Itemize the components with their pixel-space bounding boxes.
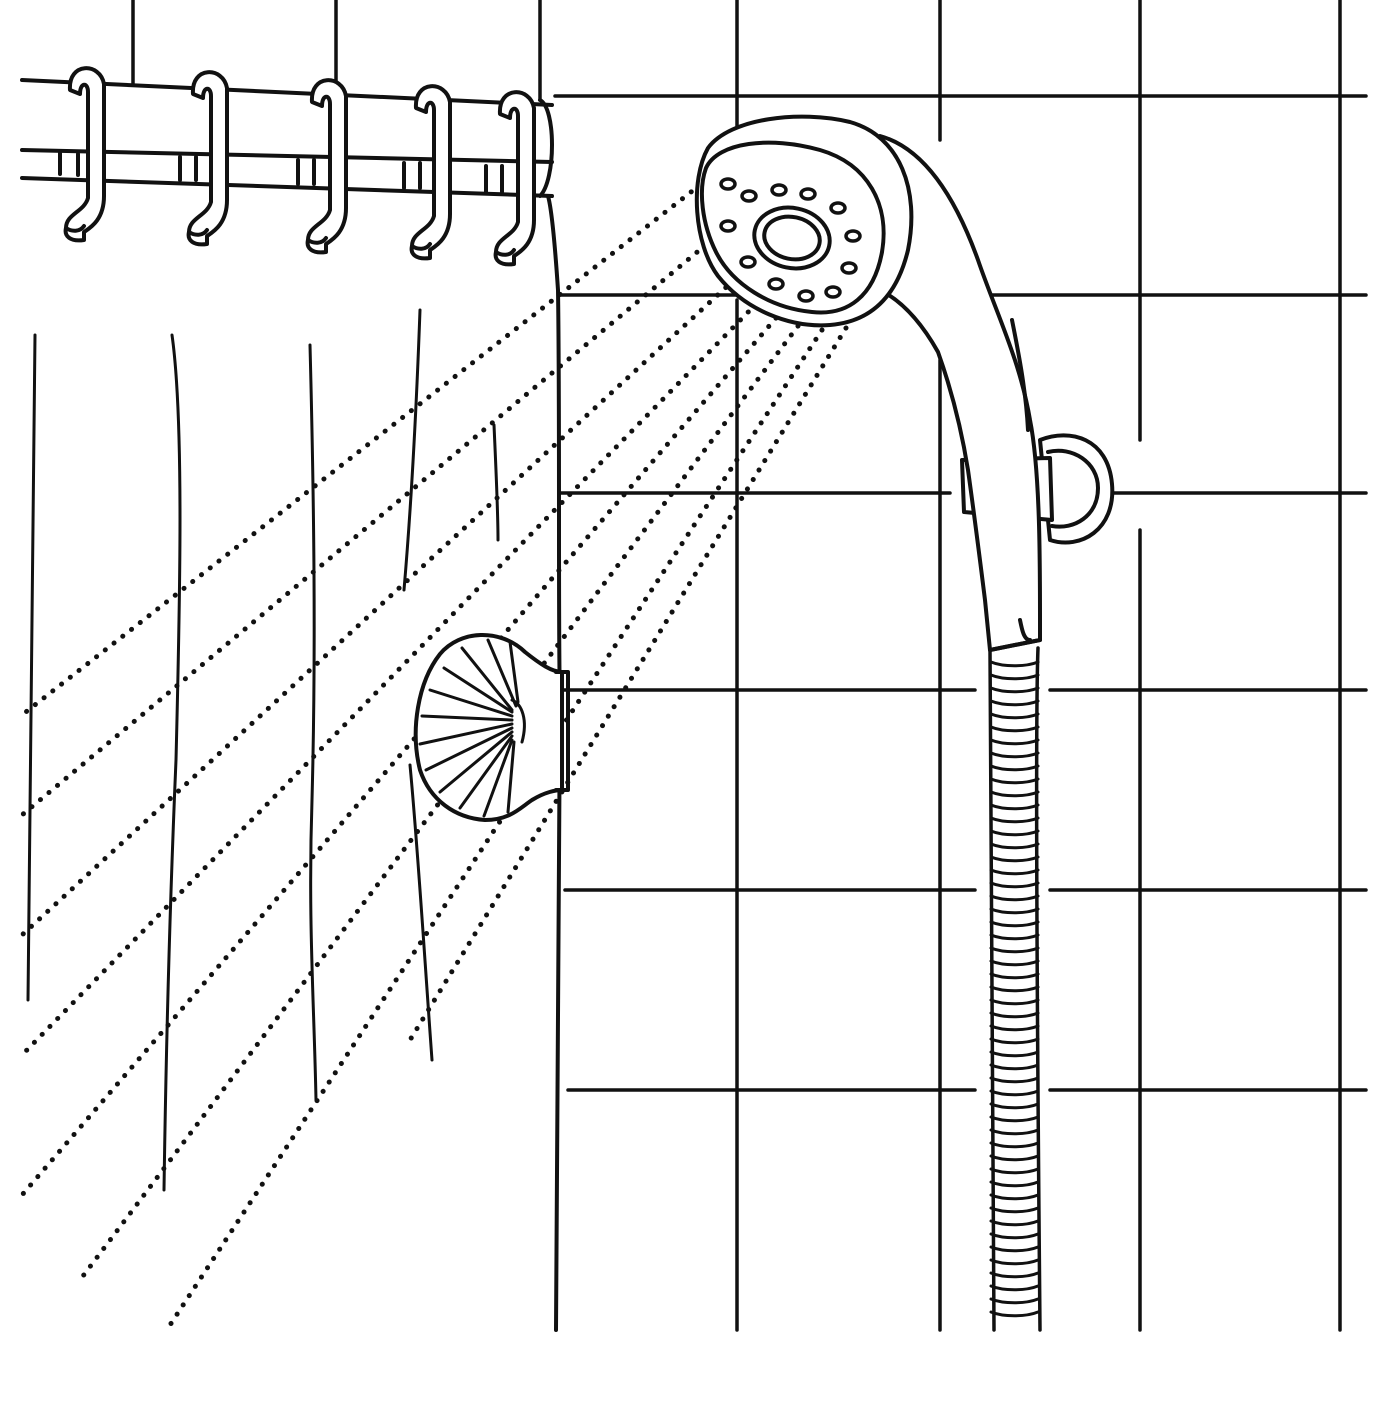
hose-coil (989, 725, 1040, 733)
curtain-fold (162, 333, 182, 1192)
hose-coil (989, 1102, 1040, 1110)
hose-coil (989, 1128, 1040, 1136)
hose-coil (989, 946, 1040, 954)
curtain-ring (305, 78, 348, 255)
hose-coil (989, 1258, 1040, 1266)
hose-coil (989, 699, 1040, 707)
hose-coil (989, 894, 1040, 902)
hose-coil (989, 1180, 1040, 1188)
hose-coil (989, 842, 1040, 850)
hose-coil (989, 1193, 1040, 1201)
hose-coil (989, 829, 1040, 837)
hose-coil (989, 1167, 1040, 1175)
spray-stream (19, 301, 759, 1058)
hose-coil (989, 712, 1040, 720)
hose-coil (989, 998, 1040, 1006)
nozzle (740, 189, 758, 203)
nozzle (719, 219, 737, 233)
hose-coil (989, 1011, 1040, 1019)
hose-coil (989, 1284, 1040, 1292)
hose-coil (989, 1232, 1040, 1240)
shower-nozzles (719, 177, 862, 303)
hose-coil (989, 855, 1040, 863)
shower-face (699, 140, 886, 315)
hose-coil (989, 1076, 1040, 1084)
nozzle (719, 177, 737, 191)
nozzle (770, 183, 788, 197)
hose-coil (989, 751, 1040, 759)
nozzle (767, 277, 785, 291)
hose-coil (989, 1141, 1040, 1149)
hose-coil (989, 1050, 1040, 1058)
shower-center-disc (752, 205, 832, 271)
curtain-rod (20, 78, 554, 198)
curtain-rings (63, 66, 536, 267)
hose-coil (989, 972, 1040, 980)
nozzle (829, 201, 847, 215)
hose-coil (989, 881, 1040, 889)
flexible-hose (988, 646, 1042, 1332)
curtain-fold (402, 308, 422, 592)
hose-coil (989, 816, 1040, 824)
hose-coil (989, 1245, 1040, 1253)
hose-coil (989, 1024, 1040, 1032)
hose-coil (989, 1271, 1040, 1279)
hose-coil (989, 673, 1040, 681)
hose-coil (989, 777, 1040, 785)
curtain-fold (308, 343, 318, 1102)
hose-coil (989, 764, 1040, 772)
curtain-ring (186, 70, 229, 247)
tile-wall (131, 0, 1368, 1332)
hose-coil (989, 738, 1040, 746)
shower-curtain (26, 194, 562, 1332)
curtain-ring (493, 90, 536, 267)
hose-coil (989, 1115, 1040, 1123)
spray-stream (167, 327, 825, 1328)
hose-coil (989, 1219, 1040, 1227)
spray-stream (19, 315, 779, 1198)
hose-coil (989, 1154, 1040, 1162)
hose-coil (989, 660, 1040, 668)
shower-handle (878, 134, 1042, 652)
curtain-fold (492, 423, 500, 542)
hose-coil (989, 959, 1040, 967)
curtain-fold (408, 763, 434, 1062)
hose-coil (989, 1310, 1040, 1318)
hose-coil (989, 985, 1040, 993)
nozzle (840, 261, 858, 275)
nozzle (797, 289, 815, 303)
spray-stream (19, 182, 703, 718)
hose-coils (989, 660, 1040, 1318)
hose-coil (989, 868, 1040, 876)
spray-stream (19, 277, 737, 938)
hose-coil (989, 1037, 1040, 1045)
shell-curtain-clip (413, 633, 570, 822)
hose-coil (989, 1297, 1040, 1305)
handheld-shower-head (694, 114, 1042, 652)
hose-coil (989, 933, 1040, 941)
hose-coil (989, 907, 1040, 915)
nozzle (844, 229, 862, 243)
hose-coil (989, 803, 1040, 811)
hose-coil (989, 1063, 1040, 1071)
nozzle (739, 255, 757, 269)
spray-stream (19, 235, 717, 818)
curtain-ring (63, 66, 106, 243)
hose-coil (989, 686, 1040, 694)
hose-coil (989, 790, 1040, 798)
hose-coil (989, 1206, 1040, 1214)
curtain-fold (26, 333, 37, 1002)
nozzle (799, 187, 817, 201)
hose-coil (989, 920, 1040, 928)
curtain-ring (409, 84, 452, 261)
nozzle (824, 285, 842, 299)
hose-coil (989, 1089, 1040, 1097)
